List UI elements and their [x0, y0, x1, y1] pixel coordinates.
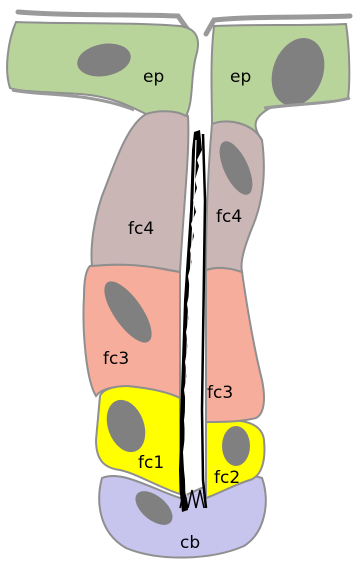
label-ep-right: ep [230, 67, 251, 87]
label-fc3-right: fc3 [207, 383, 233, 403]
label-fc3-left: fc3 [103, 349, 129, 369]
fc4-right-cell [206, 121, 264, 272]
fc4-left-cell [91, 110, 188, 272]
label-fc2: fc2 [214, 468, 240, 488]
label-fc4-right: fc4 [216, 207, 242, 227]
label-ep-left: ep [143, 67, 164, 87]
label-cb: cb [180, 533, 200, 553]
fc2-nucleus [222, 426, 250, 466]
label-fc4-left: fc4 [128, 219, 154, 239]
label-fc1: fc1 [138, 453, 164, 473]
